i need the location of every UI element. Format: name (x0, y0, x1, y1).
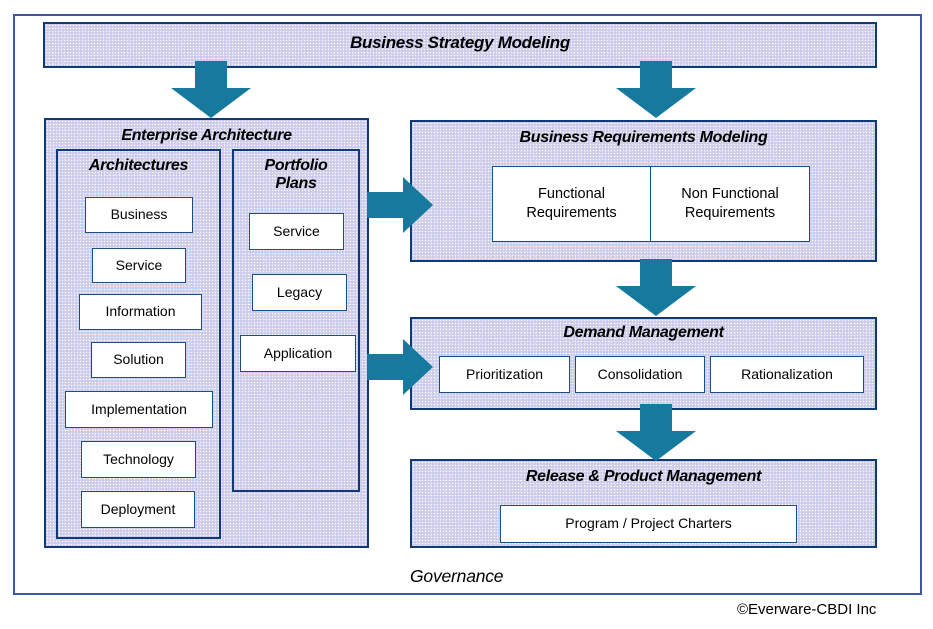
architectures-item-information: Information (79, 294, 202, 330)
governance-label: Governance (410, 566, 504, 586)
portfolio-plans-title: Portfolio Plans (264, 157, 328, 192)
architectures-item-service: Service (92, 248, 186, 283)
down-arrow-icon (616, 404, 696, 461)
business-requirements-title: Business Requirements Modeling (519, 129, 768, 146)
functional-requirements-box: Functional Requirements (492, 166, 651, 242)
enterprise-architecture-title: Enterprise Architecture (121, 127, 292, 144)
right-arrow-icon (367, 177, 433, 233)
portfolio-item-application: Application (240, 335, 356, 372)
non-functional-requirements-box: Non Functional Requirements (651, 166, 810, 242)
architectures-box: Architectures Business Service Informati… (56, 149, 221, 539)
architectures-item-deployment: Deployment (81, 491, 195, 528)
portfolio-item-legacy: Legacy (252, 274, 347, 311)
governance-frame (13, 14, 922, 595)
architectures-item-business: Business (85, 197, 193, 233)
enterprise-architecture-panel: Enterprise Architecture Architectures Bu… (44, 118, 369, 548)
demand-management-panel: Demand Management Prioritization Consoli… (410, 317, 877, 410)
portfolio-plans-box: Portfolio Plans Service Legacy Applicati… (232, 149, 360, 492)
architectures-item-solution: Solution (91, 342, 186, 378)
architectures-title: Architectures (88, 157, 189, 174)
business-strategy-modeling-title: Business Strategy Modeling (350, 33, 570, 52)
demand-management-title: Demand Management (563, 324, 724, 341)
right-arrow-icon (367, 339, 433, 395)
down-arrow-icon (616, 259, 696, 316)
requirements-row: Functional Requirements Non Functional R… (492, 166, 810, 242)
release-product-management-title: Release & Product Management (525, 468, 762, 485)
demand-item-rationalization: Rationalization (710, 356, 864, 393)
release-product-management-panel: Release & Product Management Program / P… (410, 459, 877, 548)
business-requirements-panel: Business Requirements Modeling Functiona… (410, 120, 877, 262)
demand-item-prioritization: Prioritization (439, 356, 570, 393)
down-arrow-icon (171, 61, 251, 118)
architectures-item-technology: Technology (81, 441, 196, 478)
portfolio-item-service: Service (249, 213, 344, 250)
demand-item-consolidation: Consolidation (575, 356, 705, 393)
business-strategy-modeling-panel: Business Strategy Modeling (43, 22, 877, 68)
copyright-text: ©Everware-CBDI Inc (737, 601, 877, 618)
program-project-charters-box: Program / Project Charters (500, 505, 797, 543)
down-arrow-icon (616, 61, 696, 118)
architectures-item-implementation: Implementation (65, 391, 213, 428)
